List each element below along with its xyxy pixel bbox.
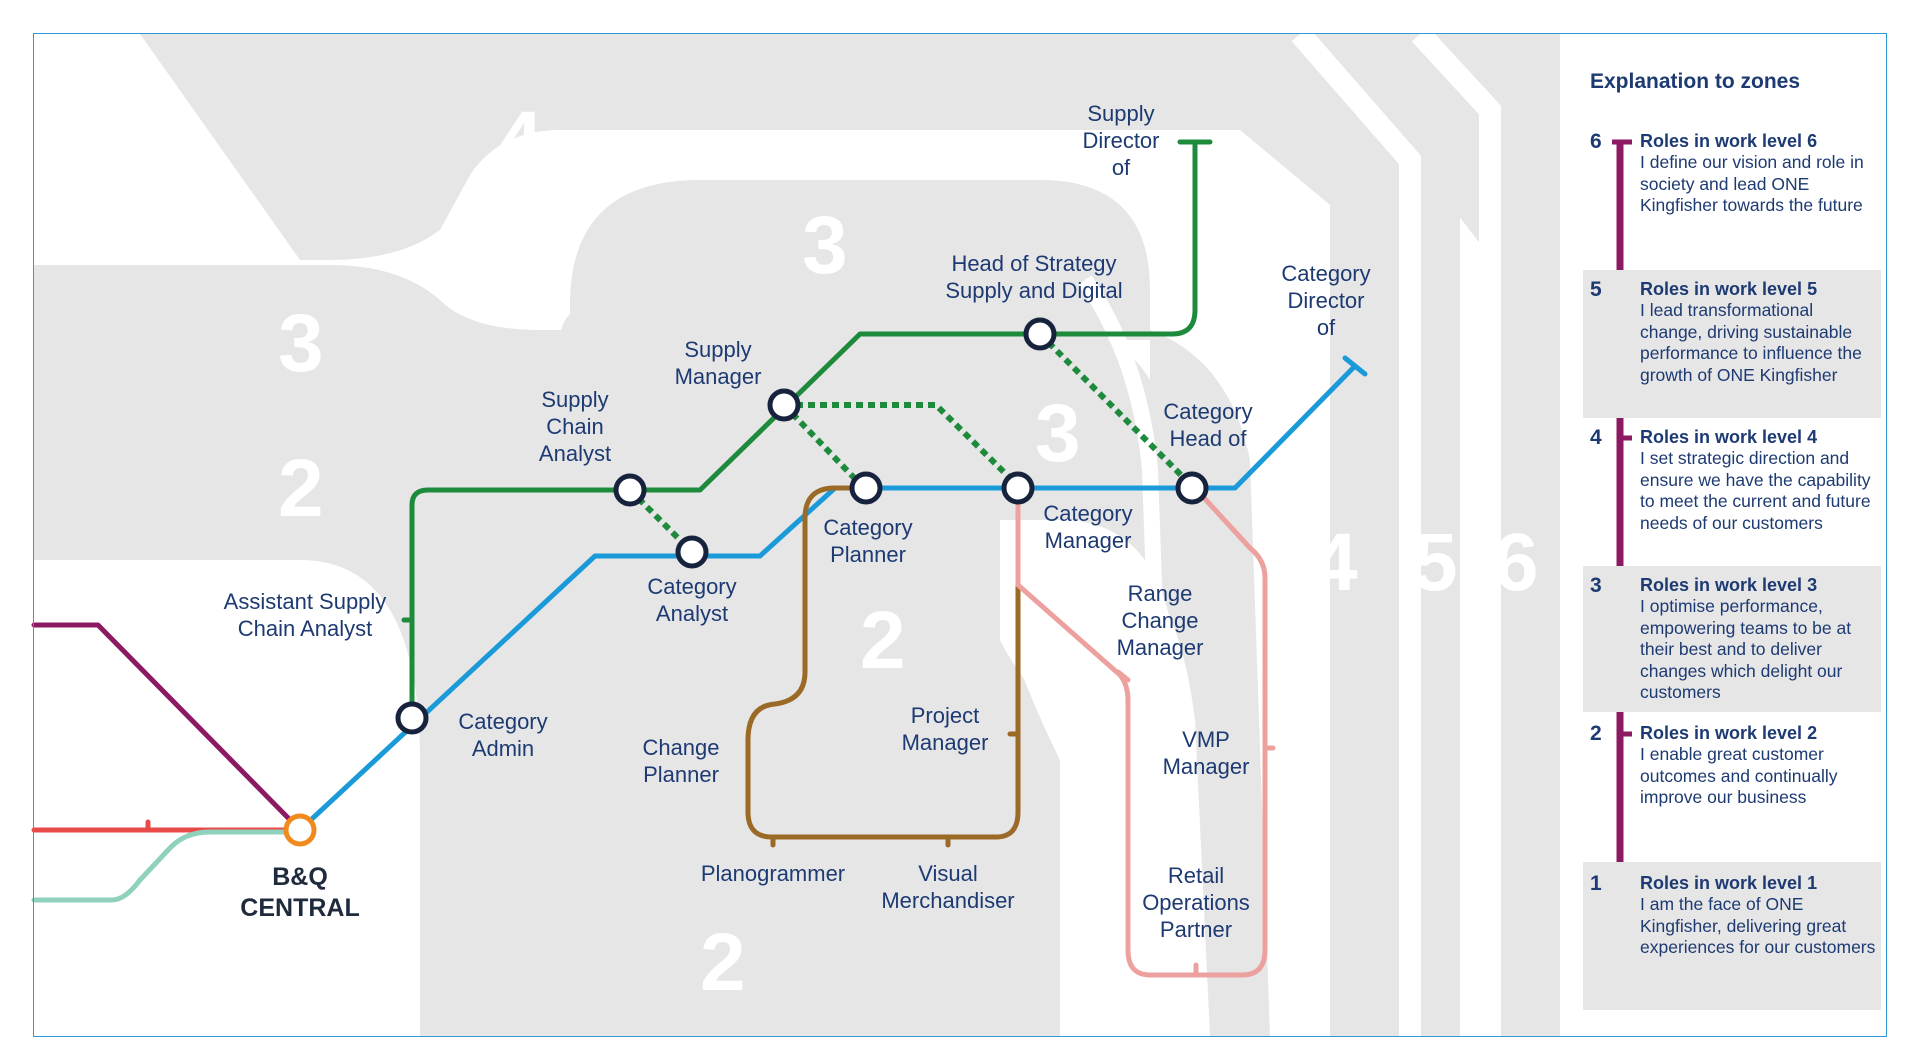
station-category-analyst[interactable]: Category Analyst: [647, 574, 737, 626]
station-category-manager[interactable]: Category Manager: [1043, 501, 1133, 553]
panel-title: Explanation to zones: [1590, 70, 1801, 93]
zone-label: 5: [1412, 517, 1458, 608]
station-marker-category-head-of: [1175, 471, 1209, 505]
station-vmp-manager[interactable]: VMP Manager: [1162, 727, 1250, 779]
purple-line: [31, 622, 303, 833]
level-5-band: [1583, 270, 1881, 418]
station-supply-manager[interactable]: Supply Manager: [674, 337, 762, 389]
zone-bands: [34, 34, 1560, 1036]
level-title: Roles in work level 2: [1640, 723, 1818, 743]
zone-label: 1: [278, 930, 324, 1021]
station-marker-category-planner: [849, 471, 883, 505]
zone-label: 3: [278, 298, 324, 389]
station-planogrammer[interactable]: Planogrammer: [700, 861, 846, 886]
level-title: Roles in work level 5: [1640, 279, 1818, 299]
zone-label: 1: [278, 665, 324, 756]
level-description: I set strategic direction and ensure we …: [1640, 448, 1871, 533]
station-supply-director-of[interactable]: Supply Director of: [1082, 101, 1160, 180]
level-description: I define our vision and role in society …: [1640, 152, 1864, 215]
station-category-head-of[interactable]: Category Head of: [1163, 399, 1253, 451]
zone-label: 3: [802, 200, 848, 291]
station-marker-head-of-strategy: [1023, 317, 1057, 351]
retail-line: [1015, 485, 1268, 978]
station-supply-chain-analyst[interactable]: Supply Chain Analyst: [538, 387, 612, 466]
station-retail-operations-partner[interactable]: Retail Operations Partner: [1142, 863, 1250, 942]
level-title: Roles in work level 6: [1640, 131, 1818, 151]
level-title: Roles in work level 3: [1640, 575, 1818, 595]
zone-label: 6: [1493, 517, 1539, 608]
station-category-admin[interactable]: Category Admin: [458, 709, 548, 761]
level-description: I am the face of ONE Kingfisher, deliver…: [1640, 894, 1876, 957]
station-marker-category-manager: [1001, 471, 1035, 505]
project-line: [745, 485, 1021, 840]
level-title: Roles in work level 4: [1640, 427, 1818, 447]
hub-marker-bq-central: [283, 813, 317, 847]
zone-label: 4: [497, 95, 543, 186]
level-number: 3: [1590, 574, 1602, 597]
zone-label: 2: [278, 443, 324, 534]
station-category-planner[interactable]: Category Planner: [823, 515, 913, 567]
station-marker-category-analyst: [675, 535, 709, 569]
level-number: 2: [1590, 722, 1602, 745]
station-visual-merchandiser[interactable]: Visual Merchandiser: [881, 861, 1015, 913]
station-range-change-manager[interactable]: Range Change Manager: [1116, 581, 1204, 660]
level-number: 5: [1590, 278, 1602, 301]
category-line: [297, 363, 1358, 833]
zone-label: 3: [1035, 388, 1081, 479]
zone-label: 2: [700, 917, 746, 1008]
level-number: 4: [1590, 426, 1602, 449]
station-category-director-of[interactable]: Category Director of: [1281, 261, 1371, 340]
level-description: I enable great customer outcomes and con…: [1640, 744, 1838, 807]
level-1-band: [1583, 862, 1881, 1010]
level-description: I lead transformational change, driving …: [1640, 300, 1862, 385]
station-change-planner[interactable]: Change Planner: [642, 735, 720, 787]
station-marker-category-admin: [395, 701, 429, 735]
station-marker-supply-chain-analyst: [613, 473, 647, 507]
station-head-of-strategy[interactable]: Head of Strategy Supply and Digital: [945, 251, 1123, 303]
zone-label: 2: [860, 595, 906, 686]
hub-bq-central[interactable]: B&Q CENTRAL: [240, 863, 360, 922]
zone-label: 4: [1312, 517, 1358, 608]
teal-line: [31, 829, 303, 903]
station-assistant-supply-chain-analyst[interactable]: Assistant Supply Chain Analyst: [223, 589, 387, 641]
map-frame: [33, 33, 1887, 1037]
level-number: 6: [1590, 130, 1602, 153]
level-3-band: [1583, 566, 1881, 712]
level-title: Roles in work level 1: [1640, 873, 1818, 893]
level-description: I optimise performance, empowering teams…: [1640, 596, 1852, 702]
level-number: 1: [1590, 872, 1602, 895]
station-project-manager[interactable]: Project Manager: [901, 703, 989, 755]
station-marker-supply-manager: [767, 388, 801, 422]
station-markers: [283, 317, 1209, 847]
